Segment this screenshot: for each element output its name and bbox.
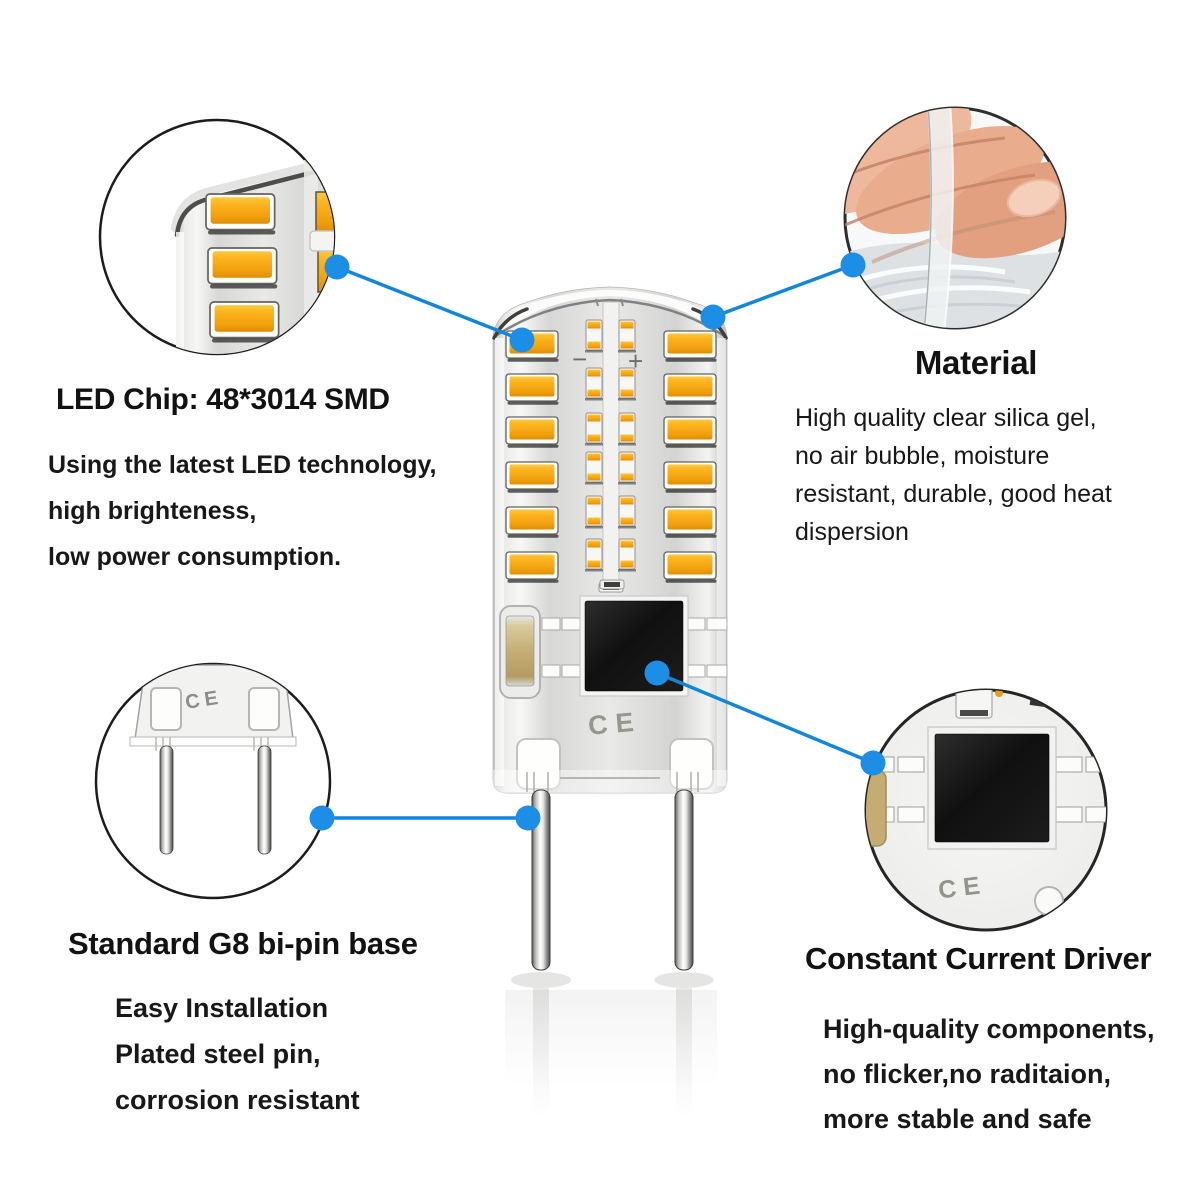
base-line: Easy Installation bbox=[115, 993, 329, 1023]
material-line: no air bubble, moisture bbox=[795, 442, 1050, 470]
led-chip-line: high brighteness, bbox=[48, 497, 257, 525]
base-line: Plated steel pin, bbox=[115, 1039, 321, 1069]
callout-driver: Constant Current Driver High-quality com… bbox=[805, 941, 1185, 1142]
base-pin-right bbox=[257, 745, 272, 855]
polarity-plus: + bbox=[628, 346, 643, 376]
body-highlight-right bbox=[717, 338, 726, 786]
ic-leads bbox=[541, 617, 728, 678]
base-flange bbox=[493, 738, 727, 793]
driver-capacitor bbox=[866, 769, 887, 847]
driver-line: no flicker,no raditaion, bbox=[823, 1059, 1112, 1089]
driver-ic-zoom bbox=[934, 733, 1050, 843]
detail-circle-led-chips bbox=[98, 118, 336, 356]
driver-section: CE bbox=[499, 579, 728, 741]
material-line: resistant, durable, good heat bbox=[795, 480, 1112, 508]
material-title: Material bbox=[914, 344, 1038, 381]
base-line: corrosion resistant bbox=[115, 1085, 360, 1115]
material-line: High quality clear silica gel, bbox=[795, 404, 1097, 432]
ce-mark-driver: CE bbox=[937, 871, 989, 905]
driver-line: more stable and safe bbox=[823, 1104, 1092, 1134]
base-title: Standard G8 bi-pin base bbox=[68, 926, 418, 961]
callout-led-chip: LED Chip: 48*3014 SMD Using the latest L… bbox=[48, 383, 498, 580]
driver-line: High-quality components, bbox=[823, 1014, 1155, 1044]
pin-right bbox=[674, 789, 694, 971]
connector-lines bbox=[322, 263, 874, 820]
pin-left bbox=[531, 789, 551, 971]
detail-circle-base: CE bbox=[94, 662, 332, 900]
detail-circle-driver: CE bbox=[864, 688, 1108, 932]
bulb-photo: − + CE bbox=[492, 286, 728, 1118]
led-chip-line: low power consumption. bbox=[48, 543, 342, 571]
ce-mark-body: CE bbox=[587, 706, 643, 741]
led-chip-line: Using the latest LED technology, bbox=[48, 451, 437, 479]
detail-circle-material bbox=[843, 106, 1067, 330]
callout-base: Standard G8 bi-pin base Easy Installatio… bbox=[68, 926, 488, 1123]
polarity-minus: − bbox=[572, 344, 587, 374]
capacitor bbox=[505, 615, 535, 687]
body-highlight-left bbox=[495, 338, 504, 786]
driver-title: Constant Current Driver bbox=[805, 941, 1152, 976]
bulb-reflection bbox=[505, 972, 717, 1118]
connector-dots bbox=[309, 252, 886, 831]
material-line: dispersion bbox=[795, 518, 909, 546]
base-pin-left bbox=[159, 745, 174, 855]
callout-material: Material High quality clear silica gel, … bbox=[795, 344, 1157, 551]
led-chip-title: LED Chip: 48*3014 SMD bbox=[56, 383, 390, 416]
